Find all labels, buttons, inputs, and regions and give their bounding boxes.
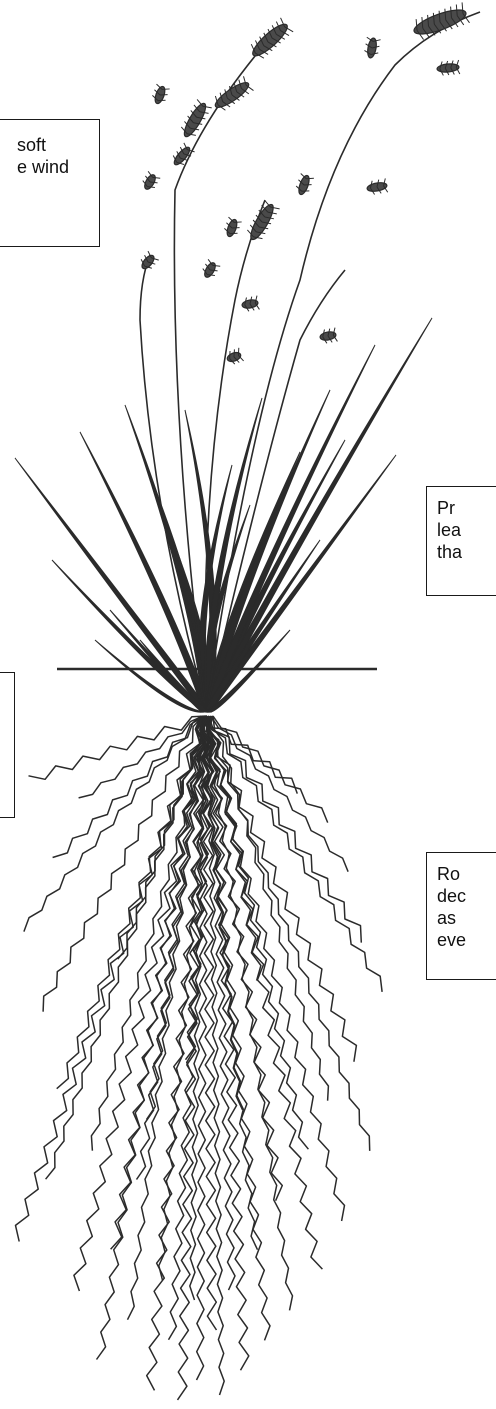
root-system [16, 716, 383, 1400]
root-strand [207, 716, 382, 992]
seed-head [319, 328, 338, 345]
root-strand [209, 716, 322, 1269]
callout-roots: Ro dec as eve [426, 852, 496, 980]
seed-head [222, 217, 241, 239]
seed-heads [137, 2, 469, 366]
callout-roots-line-1: Ro [437, 863, 496, 885]
seed-head [241, 296, 260, 313]
root-strand [213, 716, 328, 1101]
leaf-blade [125, 405, 211, 712]
seed-head [363, 37, 380, 59]
root-strand [79, 716, 203, 798]
callout-leaves-line-1: Pr [437, 497, 496, 519]
seed-head [170, 143, 195, 169]
callout-leaves: Pr lea tha [426, 486, 496, 596]
callout-leaves-line-3: tha [437, 541, 496, 563]
callout-soil [0, 672, 15, 818]
seed-head [200, 259, 220, 280]
root-strand [24, 716, 201, 932]
root-strand [16, 716, 206, 1242]
callout-roots-line-4: eve [437, 929, 496, 951]
root-strand [211, 716, 348, 872]
seed-head [247, 18, 293, 62]
seed-head [436, 60, 459, 76]
callout-roots-line-2: dec [437, 885, 496, 907]
leaf-blades [15, 318, 432, 712]
callout-seedheads-line-1: soft [17, 134, 69, 156]
seed-head [366, 178, 388, 195]
root-strand [201, 716, 345, 1221]
root-strand [203, 716, 356, 1062]
root-strand [29, 716, 208, 779]
seed-head [137, 251, 158, 273]
root-strand [43, 716, 203, 1012]
callout-seedheads-line-2: e wind [17, 156, 69, 178]
seed-head [294, 173, 314, 197]
seed-head [150, 84, 169, 106]
seed-head [140, 171, 160, 192]
callout-roots-line-3: as [437, 907, 496, 929]
seed-head [225, 348, 244, 366]
callout-leaves-line-2: lea [437, 519, 496, 541]
seed-head [178, 99, 212, 140]
flower-stem [208, 12, 480, 700]
callout-seedheads: soft e wind [0, 119, 100, 247]
leaf-blade [204, 318, 433, 712]
seed-head [410, 2, 469, 41]
